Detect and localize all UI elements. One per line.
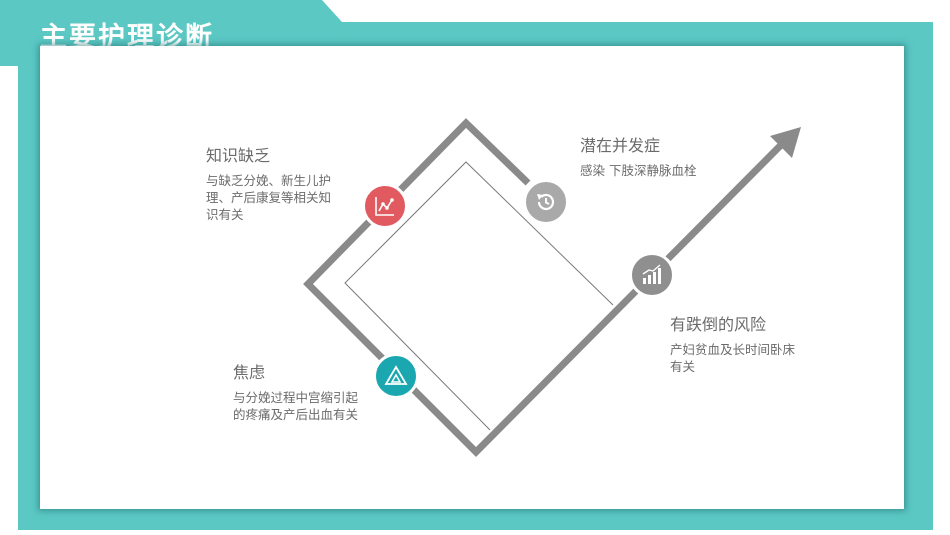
content-panel bbox=[40, 46, 904, 509]
node-title: 潜在并发症 bbox=[580, 136, 661, 155]
node-title: 知识缺乏 bbox=[206, 146, 271, 165]
node-complication: 潜在并发症 感染 下肢深静脉血栓 bbox=[580, 132, 705, 179]
node-description: 感染 下肢深静脉血栓 bbox=[580, 163, 697, 178]
node-title: 有跌倒的风险 bbox=[670, 315, 767, 334]
complication-badge bbox=[523, 179, 569, 225]
arrow-head-icon bbox=[770, 127, 801, 158]
history-clock-icon bbox=[537, 193, 555, 211]
fall-risk-badge bbox=[629, 252, 675, 298]
knowledge-badge bbox=[362, 183, 408, 229]
node-knowledge: 知识缺乏 与缺乏分娩、新生儿护理、产后康复等相关知识有关 bbox=[206, 142, 341, 223]
node-title: 焦虑 bbox=[233, 363, 266, 382]
node-description: 与分娩过程中宫缩引起的疼痛及产后出血有关 bbox=[233, 390, 359, 422]
anxiety-badge bbox=[373, 353, 419, 399]
node-description: 与缺乏分娩、新生儿护理、产后康复等相关知识有关 bbox=[206, 173, 332, 222]
trend-chart-icon bbox=[375, 197, 394, 216]
bar-chart-icon bbox=[642, 264, 661, 284]
node-fall-risk: 有跌倒的风险 产妇贫血及长时间卧床有关 bbox=[670, 311, 800, 375]
triangle-icon bbox=[384, 365, 408, 385]
zigzag-path bbox=[303, 118, 784, 457]
node-description: 产妇贫血及长时间卧床有关 bbox=[670, 342, 796, 374]
inner-guide-line bbox=[344, 161, 614, 431]
node-anxiety: 焦虑 与分娩过程中宫缩引起的疼痛及产后出血有关 bbox=[233, 359, 368, 423]
